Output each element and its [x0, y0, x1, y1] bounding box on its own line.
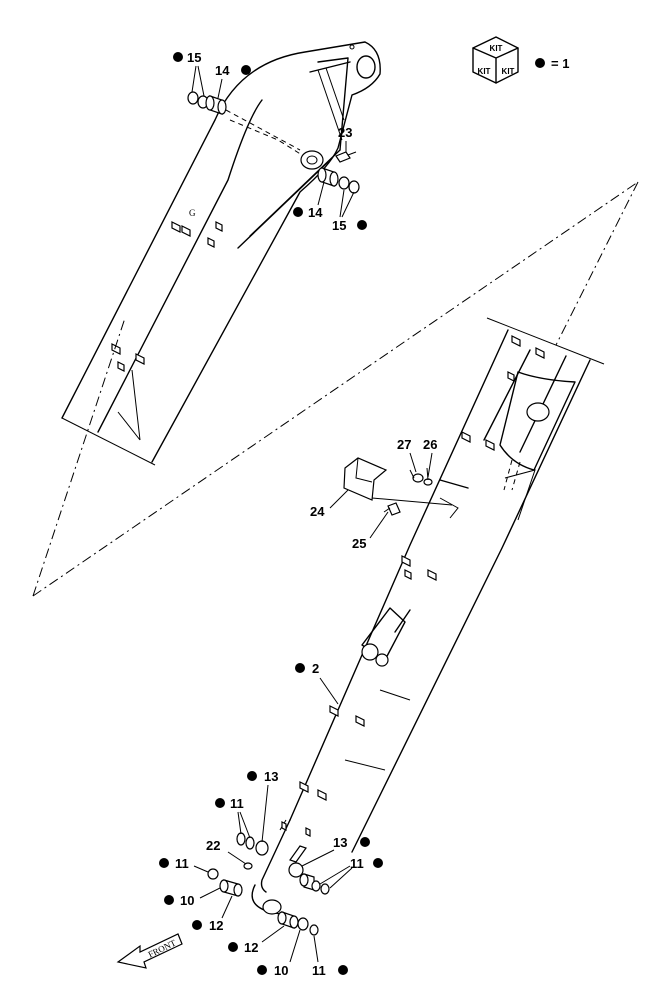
callout-bullet-icon — [295, 663, 305, 673]
callout-14-lower: 14 — [308, 205, 323, 220]
callout-bullet-icon — [247, 771, 257, 781]
bracket-assembly — [343, 457, 469, 519]
callout-12-bottom: 12 — [244, 940, 258, 955]
kit-left-label: KIT — [478, 67, 491, 76]
kit-top-label: KIT — [490, 44, 503, 53]
callout-15-top: 15 — [187, 50, 201, 65]
kit-right-label: KIT — [502, 67, 515, 76]
lower-arm-section — [251, 317, 605, 917]
callout-bullet-icon — [228, 942, 238, 952]
front-arrow-icon: FRONT — [116, 933, 183, 969]
callout-10-bottom: 10 — [274, 963, 288, 978]
break-line-2 — [32, 317, 126, 597]
callout-26: 26 — [423, 437, 437, 452]
upper-arm-section: G — [61, 41, 381, 466]
callout-13-left: 13 — [264, 769, 278, 784]
callout-22: 22 — [206, 838, 220, 853]
callout-2: 2 — [312, 661, 319, 676]
callout-11-left: 11 — [175, 856, 189, 871]
callout-bullet-icon — [215, 798, 225, 808]
callout-11-right: 11 — [350, 856, 364, 871]
svg-text:G: G — [189, 208, 196, 218]
callout-bullet-icon — [360, 837, 370, 847]
callout-25: 25 — [352, 536, 366, 551]
callouts: 15 14 23 14 15 27 26 24 25 2 13 — [159, 50, 437, 978]
kit-bullet-icon — [535, 58, 545, 68]
callout-12-left: 12 — [209, 918, 223, 933]
callout-bullet-icon — [173, 52, 183, 62]
callout-bullet-icon — [293, 207, 303, 217]
kit-equals-label: = 1 — [551, 56, 569, 71]
callout-bullet-icon — [241, 65, 251, 75]
callout-10-left: 10 — [180, 893, 194, 908]
callout-14-top: 14 — [215, 63, 230, 78]
callout-bullet-icon — [357, 220, 367, 230]
lower-pin-parts — [207, 832, 330, 936]
callout-13-right: 13 — [333, 835, 347, 850]
callout-bullet-icon — [373, 858, 383, 868]
callout-bullet-icon — [164, 895, 174, 905]
callout-27: 27 — [397, 437, 411, 452]
callout-bullet-icon — [159, 858, 169, 868]
callout-23: 23 — [338, 125, 352, 140]
kit-legend: KIT KIT KIT = 1 — [472, 36, 569, 84]
upper-pin-parts — [187, 91, 360, 194]
callout-24: 24 — [310, 504, 325, 519]
kit-box-icon: KIT KIT KIT — [472, 36, 519, 84]
callout-15-lower: 15 — [332, 218, 346, 233]
callout-bullet-icon — [257, 965, 267, 975]
callout-11-upper-left: 11 — [230, 796, 244, 811]
break-line-1 — [32, 181, 639, 597]
break-line-3 — [555, 181, 639, 346]
callout-bullet-icon — [338, 965, 348, 975]
front-label: FRONT — [147, 937, 178, 959]
callout-bullet-icon — [192, 920, 202, 930]
callout-11-bottom: 11 — [312, 963, 326, 978]
